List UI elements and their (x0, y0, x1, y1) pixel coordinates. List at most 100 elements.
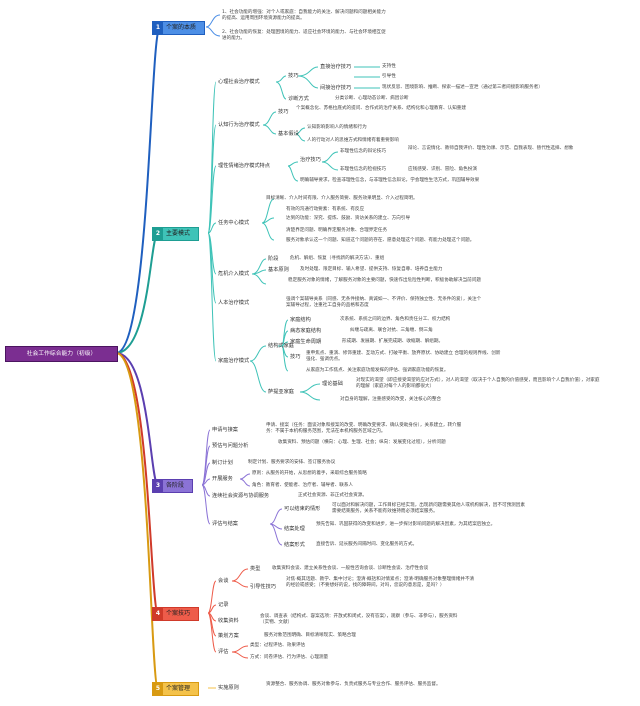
branch-1-label: 个案的本质 (166, 24, 197, 31)
branch-5-number: 5 (153, 683, 163, 695)
satir-family[interactable]: 萨提亚家庭 (268, 389, 294, 395)
rational-tag[interactable]: 治疗技巧 (300, 157, 321, 163)
b1-text-1: 1、社会功能的增强：对个人或家庭：自我能力的关注、解决问题和问题相关能力的提高、… (222, 10, 386, 22)
pathological-family[interactable]: 病态家庭结构 (290, 328, 322, 334)
branch-line-1 (115, 26, 161, 354)
crisis-3: 稳定服务对象的情绪，了解服务对象的主要问题，快速作出危险性判断，积极协助解决当前… (288, 278, 481, 283)
branch-4-label: 个案技巧 (166, 610, 191, 617)
crisis-principle[interactable]: 基本原则 (268, 267, 289, 273)
family-skill-desc: 重申焦点、重演、修饰重建、互动方式、打破平衡、放弃原状、协助建立 合理的规则界线… (306, 351, 501, 363)
closing-form[interactable]: 结案形式 (284, 542, 305, 548)
task-model[interactable]: 任务中心模式 (218, 220, 250, 226)
interview-type-desc: 收集资料会谈、建立关系性会谈、一般性咨询会谈、诊断性会谈、治疗性会谈 (272, 566, 429, 571)
b1-text-2: 2、社会功能的恢复：处理困境的能力、适应社会环境的能力、与社会环境相互促进的能力… (222, 30, 386, 42)
evaluate-method: 方式：问卷评估、行为评估、心理测量 (250, 655, 329, 660)
skill-interview[interactable]: 会谈 (218, 578, 229, 584)
task-4: 服务对象承认这一个问题、知道这个问题的存在、愿意处理这个问题、有能力处理这个问题… (286, 238, 475, 243)
branch-4-number: 4 (153, 608, 163, 620)
skill-evaluate[interactable]: 评估 (218, 649, 229, 655)
branch-line-5 (115, 352, 159, 689)
collect-desc: 会谈、调查表（结构式、容案选项：开放式和闭式，没有答案），观察（参与、非参与），… (260, 614, 458, 626)
direct-skill[interactable]: 直接治疗技巧 (320, 64, 352, 70)
family-lifecycle-desc: 形成期、发展期、扩展完成期、收缩期、解组期。 (342, 339, 444, 344)
branch-5-label: 个案管理 (166, 685, 191, 692)
indirect-desc: 现状反思、困境影响、推断、探索—描述—宣泄（通过第三者间接影响服务者） (382, 85, 543, 90)
guiding-skill[interactable]: 引导性技巧 (250, 584, 276, 590)
skill-record[interactable]: 记录 (218, 602, 229, 608)
family-model[interactable]: 家庭治疗模式 (218, 358, 250, 364)
pathological-family-desc: 纠缠与疏离、联合对抗、三角缠、倒三角 (350, 328, 433, 333)
basic-2: 人的行动对人的思维方式和情绪有着重要影响 (307, 138, 399, 143)
branch-2-label: 主要模式 (166, 230, 191, 237)
rational-b-desc: 应钱感受、识别、冒险、角色扮演 (408, 167, 477, 172)
stage-service-b: 角色：教育者、使能者、治疗者、辅导者、联系人 (252, 483, 354, 488)
stage-resources[interactable]: 连续社会资源与协调服务 (212, 493, 270, 499)
rational-c: 明确辅导要求，检查非理性信念，与非理性信念辩论，学会理性生活方式，巩固辅导效果 (300, 178, 480, 183)
stage-service[interactable]: 开展服务 (212, 476, 233, 482)
skill-collect[interactable]: 收集资料 (218, 618, 239, 624)
rational-model[interactable]: 理性情绪治疗模式特点 (218, 163, 270, 169)
diag-desc: 分类诊断、心理动态诊断、病因诊断 (335, 96, 409, 101)
branch-line-4 (115, 352, 159, 614)
humanistic-model[interactable]: 人本治疗模式 (218, 300, 250, 306)
stage-assessment[interactable]: 预估与问题分析 (212, 443, 249, 449)
crisis-tag[interactable]: 阶段 (268, 256, 279, 262)
support: 支持性 (382, 64, 396, 69)
crisis-model[interactable]: 危机介入模式 (218, 271, 250, 277)
rational-a: 非理性信念的辩论技巧 (340, 149, 386, 154)
closing-handling[interactable]: 结案处理 (284, 526, 305, 532)
guiding-skill-desc: 对焦·概其话题、教学、集中讨论；澄清·概括和对情紧点；澄清·明确服务对象整理情绪… (286, 577, 475, 589)
indirect-skill[interactable]: 间接治疗技巧 (320, 85, 352, 91)
theory-desc: 对现实的渴望（即应接受渴望的应对方式），对人的渴望（取决于个人自我的价值感受，而… (356, 378, 600, 390)
theory-base[interactable]: 理论基础 (322, 381, 343, 387)
rational-a-desc: 辩论、言说情化、教师自我评价、理性功课、示范、自我表现、替代性选择、想象 (408, 146, 574, 151)
root-node[interactable]: 社会工作综合能力（初级） (5, 346, 118, 362)
basic-assumption[interactable]: 基本假设 (278, 131, 299, 137)
crisis-2: 及时处理、限定目标、输入希望、提供支持、恢复自尊、培养自主能力 (300, 267, 443, 272)
branch-3-number: 3 (153, 480, 163, 492)
stage-closing[interactable]: 评估与结案 (212, 521, 238, 527)
closing-handling-desc: 预先告知、巩固获得的改变和进步，进一步探讨影响问题的解决因素，为其结案后独立。 (316, 522, 496, 527)
closing-conditions-desc: 可以面对和解决问题，工作目标已经实现，出现新问题需要其他人或机构解决，因不可预测… (332, 503, 525, 515)
stage-plan-desc: 制定计划、服务要求的安排、签订服务协议 (248, 460, 336, 465)
plan-desc: 服务对象范围明确、目标清晰现实、策略合理 (264, 633, 356, 638)
family-lifecycle[interactable]: 家庭生命周期 (290, 339, 322, 345)
rational-b: 非理性信念的检视技巧 (340, 167, 386, 172)
stage-resources-desc: 正式社会资源、非正式社会资源。 (298, 493, 367, 498)
implementation-principle[interactable]: 实施原则 (218, 685, 239, 691)
crisis-1: 危机、解组、恢复（寻找新的解决方法）、重组 (290, 256, 385, 261)
diag-method[interactable]: 诊断方式 (288, 96, 309, 102)
basic-1: 认知影响影响人的情绪和行为 (307, 125, 367, 130)
interview-type[interactable]: 类型 (250, 566, 261, 572)
stage-intake[interactable]: 申请与接案 (212, 427, 238, 433)
task-3: 清楚界定问题、明确界定服务对象、合理界定任务 (286, 228, 388, 233)
psych-model[interactable]: 心理社会治疗模式 (218, 79, 260, 85)
stage-plan[interactable]: 制订计划 (212, 460, 233, 466)
family-structure[interactable]: 家庭结构 (290, 317, 311, 323)
cog-desc: 个案概念化、苏格拉底式的提问、合作式的治疗关系、结构化和心理教育、认知重建 (296, 106, 466, 111)
cog-model[interactable]: 认知行为治疗模式 (218, 122, 260, 128)
cog-tag[interactable]: 技巧 (278, 109, 289, 115)
closing-conditions[interactable]: 可以结束的情形 (284, 506, 321, 512)
closing-form-desc: 直接告诉、延长服务间隔时间、变化服务的方式。 (316, 542, 418, 547)
satir-understanding: 对自身的理解，注重感受的改变，关注核心的整合 (340, 397, 442, 402)
branch-2-number: 2 (153, 228, 163, 240)
stage-intake-desc: 申请、接案（任务：面谈对象和接案的改变、明确改变要求、确认受助身份），关系建立，… (266, 423, 462, 435)
branch-3-label: 各阶段 (166, 482, 185, 489)
family-focus: 从家庭为工作焦点、关注家庭功能发挥的评估、强调家庭功能的恢复。 (306, 368, 449, 373)
stage-service-a: 原则：从服务的开始，从思想的着手，采取综合服务策略 (252, 471, 367, 476)
skill-plan[interactable]: 策划方案 (218, 633, 239, 639)
humanistic-1: 强调个案辅导关系（同感、无条件接纳、真诚如一、不评价、保持独立性、无条件的爱），… (286, 297, 482, 309)
guide: 引导性 (382, 74, 396, 79)
family-skill[interactable]: 技巧 (290, 354, 301, 360)
psych-tag[interactable]: 技巧 (288, 73, 299, 79)
branch-1-number: 1 (153, 22, 163, 34)
structural-family[interactable]: 结构式家庭 (268, 343, 294, 349)
family-structure-desc: 次系统、系统之间的边界、角色和责任分工、权力结构 (340, 317, 451, 322)
